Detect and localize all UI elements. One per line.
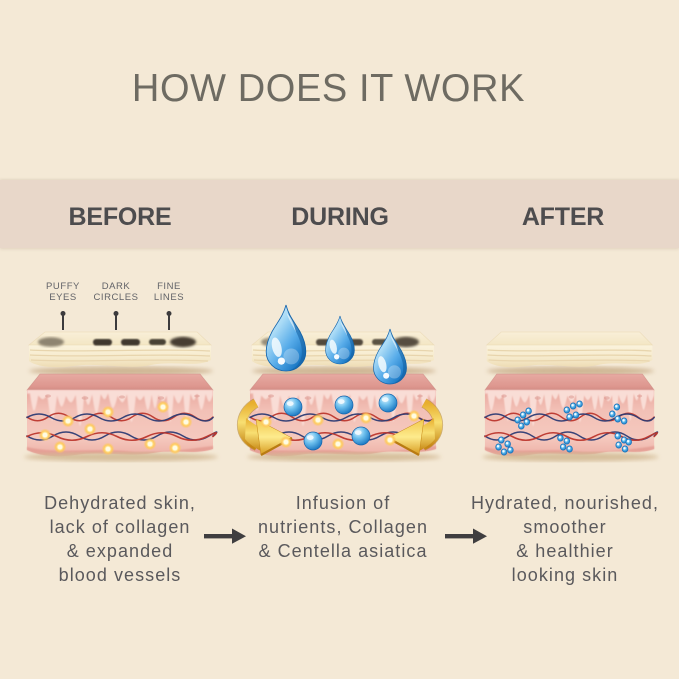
- after-skin-illustration: [460, 290, 679, 480]
- callout-fine-lines-label: FINE LINES: [153, 281, 185, 303]
- stage-label-after: AFTER: [521, 203, 605, 231]
- stage-label-during: DURING: [291, 203, 389, 231]
- during-caption: Infusion of nutrients, Collagen & Centel…: [257, 493, 429, 561]
- callout-dark-circles-label: DARK CIRCLES: [93, 281, 139, 303]
- flow-arrow-icon: [204, 528, 246, 544]
- before-caption: Dehydrated skin, lack of collagen & expa…: [44, 493, 196, 585]
- callout-pin-icon: [62, 315, 64, 330]
- callout-pin-icon: [168, 315, 170, 330]
- page-title: HOW DOES IT WORK: [131, 67, 526, 111]
- flow-arrow-icon: [445, 528, 487, 544]
- stage-band: [0, 180, 679, 248]
- stage-label-before: BEFORE: [68, 203, 172, 231]
- callout-pin-icon: [115, 315, 117, 330]
- before-skin-illustration: [10, 290, 230, 480]
- callout-puffy-eyes: PUFFY EYES: [18, 281, 108, 330]
- after-caption: Hydrated, nourished, smoother & healthie…: [470, 493, 660, 585]
- callout-dark-circles: DARK CIRCLES: [71, 281, 161, 330]
- callout-puffy-eyes-label: PUFFY EYES: [46, 281, 80, 303]
- callout-fine-lines: FINE LINES: [124, 281, 214, 330]
- during-skin-illustration: [236, 304, 444, 480]
